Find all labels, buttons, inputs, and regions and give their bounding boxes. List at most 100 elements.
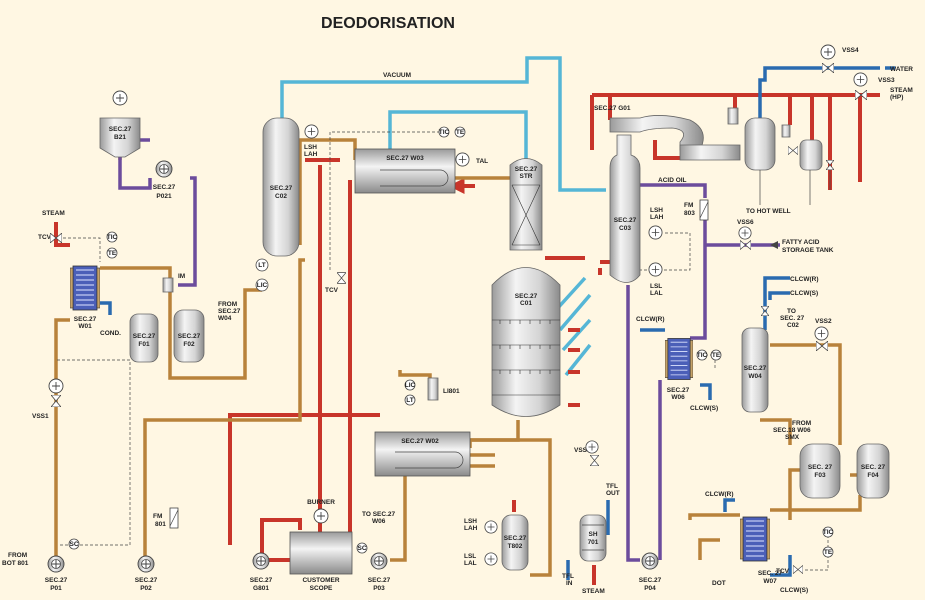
w07-te-bubble [822,546,834,558]
heat-exchanger-w04[interactable]: SEC.27 W04 [741,327,769,413]
svg-text:SC: SC [69,541,78,548]
w07-tcv-label: TCV [776,568,790,575]
burner-loop [260,518,302,560]
svg-text:SMX: SMX [785,434,800,441]
vss4-valve-icon[interactable] [822,63,834,73]
w07-line [698,495,862,560]
svg-text:TE: TE [824,549,833,556]
svg-text:LT: LT [258,262,265,269]
svg-text:F02: F02 [183,341,195,348]
vss1-gauge-icon [48,378,64,394]
svg-text:SEC.27: SEC.27 [515,166,538,173]
svg-text:SEC.27: SEC.27 [744,365,767,372]
svg-text:G801: G801 [253,585,269,592]
c03-to-p04 [626,285,662,562]
g01-drain-valve-icon[interactable] [826,160,834,170]
w03-tcv-valve-icon[interactable] [337,272,346,284]
w07-tcv-valve-icon[interactable] [793,565,803,574]
sh701-tfl [566,500,610,580]
heat-exchanger-w03[interactable]: SEC.27 W03 [354,148,456,194]
svg-text:STR: STR [520,173,533,180]
tank-f04[interactable]: SEC. 27 F04 [856,443,890,499]
svg-text:W01: W01 [78,323,92,330]
b21-pressure-gauge-icon [112,90,128,106]
c03-control-line [640,232,691,271]
w04-clcw-r-label: CLCW(R) [790,276,819,283]
vss2-gauge-icon [814,326,829,341]
vss3-gauge-icon [853,72,868,87]
deodoriser-c01[interactable]: SEC.27 C01 [491,267,561,417]
t802-gauge-bottom-icon [484,552,498,566]
svg-text:LIC: LIC [405,382,416,389]
stripper-str[interactable]: SEC.27 STR [509,158,543,251]
svg-text:TIC: TIC [439,129,450,136]
tcv-label: TCV [38,234,52,241]
ejector-g01[interactable]: SEC.27 G01 [594,105,831,205]
w07-label: SEC. 27 [758,570,783,577]
pump-p04-icon[interactable] [641,552,659,570]
p03-label: SEC.27 [368,577,391,584]
svg-text:TIC: TIC [107,234,118,241]
svg-text:SEC.27 W03: SEC.27 W03 [386,155,424,162]
tank-b21[interactable]: SEC.27 B21 [99,117,141,158]
heater-sh701[interactable]: SH 701 [579,514,607,562]
svg-text:C01: C01 [520,300,532,307]
vss5-valve-icon[interactable] [590,455,599,466]
water-supply [758,66,895,120]
svg-text:SEC.27: SEC.27 [270,185,293,192]
mixer-im[interactable] [162,277,174,293]
pump-p021-icon[interactable] [155,160,173,178]
vss1-label: VSS1 [32,413,49,420]
tank-f02[interactable]: SEC.27 F02 [173,309,205,363]
heat-exchanger-w07-icon[interactable] [740,516,770,562]
svg-text:TIC: TIC [823,529,834,536]
w06-clcw-s-label: CLCW(S) [690,405,718,412]
vacuum-label: VACUUM [383,72,411,79]
pump-p03-icon[interactable] [370,552,388,570]
g01-valve-icon[interactable] [788,146,798,155]
acid-oil-line [118,138,197,287]
steam-hp-label: STEAM [890,87,913,94]
svg-text:W06: W06 [372,518,386,525]
vss1-valve-icon[interactable] [51,395,61,407]
svg-text:P02: P02 [140,585,152,592]
heat-exchanger-w01-icon[interactable] [70,265,100,311]
w04-product [688,343,860,520]
w02-lt-bubble [404,394,416,406]
svg-text:SEC.27: SEC.27 [109,126,132,133]
c01-steam-inlets [545,256,602,407]
svg-text:SEC.27: SEC.27 [614,217,637,224]
column-c02[interactable]: SEC.27 C02 [262,117,300,257]
w01-outlet [100,266,262,380]
c03-lsh-label: LSH [650,207,663,214]
vss2-valve-icon[interactable] [816,341,828,351]
svg-text:SEC.27: SEC.27 [504,535,527,542]
w03-te-bubble [454,126,466,138]
pump-p01-icon[interactable] [47,555,65,573]
column-c03[interactable]: SEC.27 C03 [609,134,641,283]
svg-text:LAH: LAH [304,151,318,158]
svg-text:F01: F01 [138,341,150,348]
tank-t802[interactable]: SEC.27 T802 [501,514,529,571]
p02-label: SEC.27 [135,577,158,584]
w06-te-bubble [710,349,722,361]
tank-f03[interactable]: SEC. 27 F03 [799,443,841,499]
sh701-steam-label: STEAM [582,588,605,595]
w07-clcw-r-label: CLCW(R) [705,491,734,498]
g801-label: SEC.27 [250,577,273,584]
pump-g801-icon[interactable] [252,552,270,570]
svg-text:LAL: LAL [464,560,477,567]
heat-exchanger-w02[interactable]: SEC.27 W02 [374,431,471,477]
fatty-acid-label: FATTY ACID [782,239,820,246]
pump-p02-icon[interactable] [137,555,155,573]
vss6-valve-icon[interactable] [740,240,751,250]
p01-feed-line [54,318,70,560]
heat-exchanger-w06-icon[interactable] [665,337,693,381]
w04-valve-icon[interactable] [761,306,769,316]
w07-tic-bubble [822,526,834,538]
tank-f01[interactable]: SEC.27 F01 [129,313,159,363]
burner-label: BURNER [307,499,335,506]
vss6-gauge-icon [738,226,752,240]
acid-oil-label: ACID OIL [658,177,687,184]
w02-lic-bubble [404,379,416,391]
